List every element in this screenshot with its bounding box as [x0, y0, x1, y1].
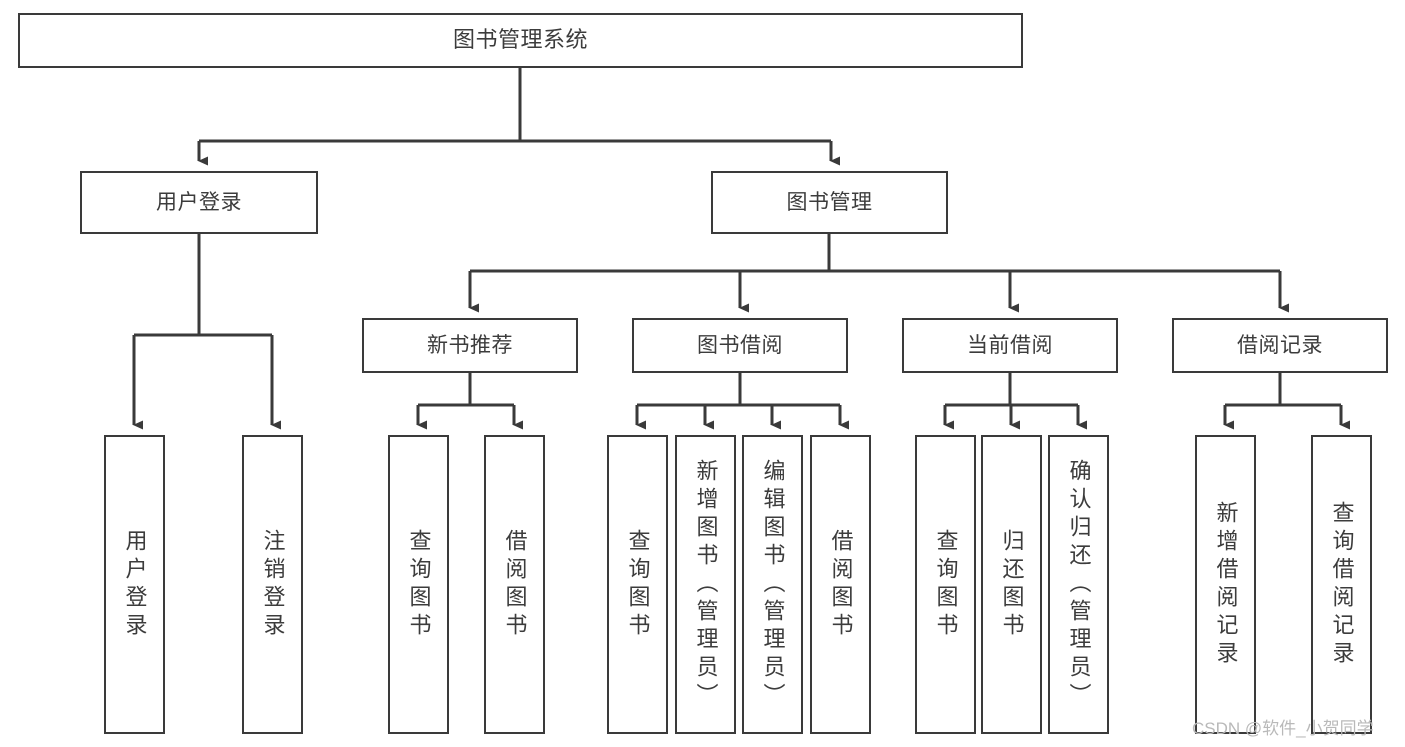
edge-borrow-record-to-leaves [1223, 373, 1350, 430]
node-leaf-query-book-1[interactable]: 查询图书 [388, 435, 449, 734]
node-borrow-record-label: 借阅记录 [1237, 333, 1323, 357]
node-leaf-query-book-3[interactable]: 查询图书 [915, 435, 976, 734]
node-book-borrow[interactable]: 图书借阅 [632, 318, 848, 373]
node-root-label: 图书管理系统 [452, 27, 588, 53]
edge-current-borrow-to-leaves [943, 373, 1087, 430]
node-user-login[interactable]: 用户登录 [80, 171, 318, 234]
node-leaf-borrow-book-2[interactable]: 借阅图书 [810, 435, 871, 734]
node-leaf-add-book-label: 新增图书（管理员） [693, 458, 719, 711]
edge-user-login-to-leaves [132, 234, 281, 430]
node-leaf-user-logout-label: 注销登录 [260, 528, 286, 641]
edge-book-borrow-to-leaves [635, 373, 849, 430]
node-leaf-borrow-book-2-label: 借阅图书 [828, 528, 854, 641]
node-book-manage[interactable]: 图书管理 [711, 171, 948, 234]
edge-new-book-recommend-to-leaves [416, 373, 523, 430]
node-leaf-query-book-1-label: 查询图书 [406, 528, 432, 641]
node-leaf-query-book-3-label: 查询图书 [933, 528, 959, 641]
node-book-manage-label: 图书管理 [786, 190, 873, 214]
node-leaf-user-login[interactable]: 用户登录 [104, 435, 165, 734]
node-borrow-record[interactable]: 借阅记录 [1172, 318, 1388, 373]
node-leaf-edit-book-label: 编辑图书（管理员） [760, 458, 786, 711]
node-leaf-confirm-return[interactable]: 确认归还（管理员） [1048, 435, 1109, 734]
edge-book-manage-to-level2 [468, 234, 1289, 313]
node-leaf-query-record[interactable]: 查询借阅记录 [1311, 435, 1372, 734]
node-new-book-recommend-label: 新书推荐 [427, 333, 513, 357]
node-leaf-edit-book[interactable]: 编辑图书（管理员） [742, 435, 803, 734]
node-leaf-add-record-label: 新增借阅记录 [1213, 500, 1239, 669]
edge-root-to-level1 [197, 68, 840, 166]
node-leaf-add-record[interactable]: 新增借阅记录 [1195, 435, 1256, 734]
node-current-borrow[interactable]: 当前借阅 [902, 318, 1118, 373]
node-user-login-label: 用户登录 [156, 190, 242, 214]
csdn-watermark: CSDN @软件_小贺同学 [1192, 719, 1374, 738]
node-leaf-borrow-book-1-label: 借阅图书 [502, 528, 528, 641]
node-root[interactable]: 图书管理系统 [18, 13, 1023, 68]
node-leaf-user-logout[interactable]: 注销登录 [242, 435, 303, 734]
node-leaf-return-book[interactable]: 归还图书 [981, 435, 1042, 734]
node-leaf-add-book[interactable]: 新增图书（管理员） [675, 435, 736, 734]
node-leaf-borrow-book-1[interactable]: 借阅图书 [484, 435, 545, 734]
node-current-borrow-label: 当前借阅 [967, 333, 1053, 357]
node-leaf-query-record-label: 查询借阅记录 [1329, 500, 1355, 669]
node-new-book-recommend[interactable]: 新书推荐 [362, 318, 578, 373]
node-book-borrow-label: 图书借阅 [697, 333, 783, 357]
node-leaf-query-book-2-label: 查询图书 [625, 528, 651, 641]
node-leaf-query-book-2[interactable]: 查询图书 [607, 435, 668, 734]
node-leaf-confirm-return-label: 确认归还（管理员） [1066, 458, 1092, 711]
node-leaf-return-book-label: 归还图书 [999, 528, 1025, 641]
node-leaf-user-login-label: 用户登录 [122, 528, 148, 641]
